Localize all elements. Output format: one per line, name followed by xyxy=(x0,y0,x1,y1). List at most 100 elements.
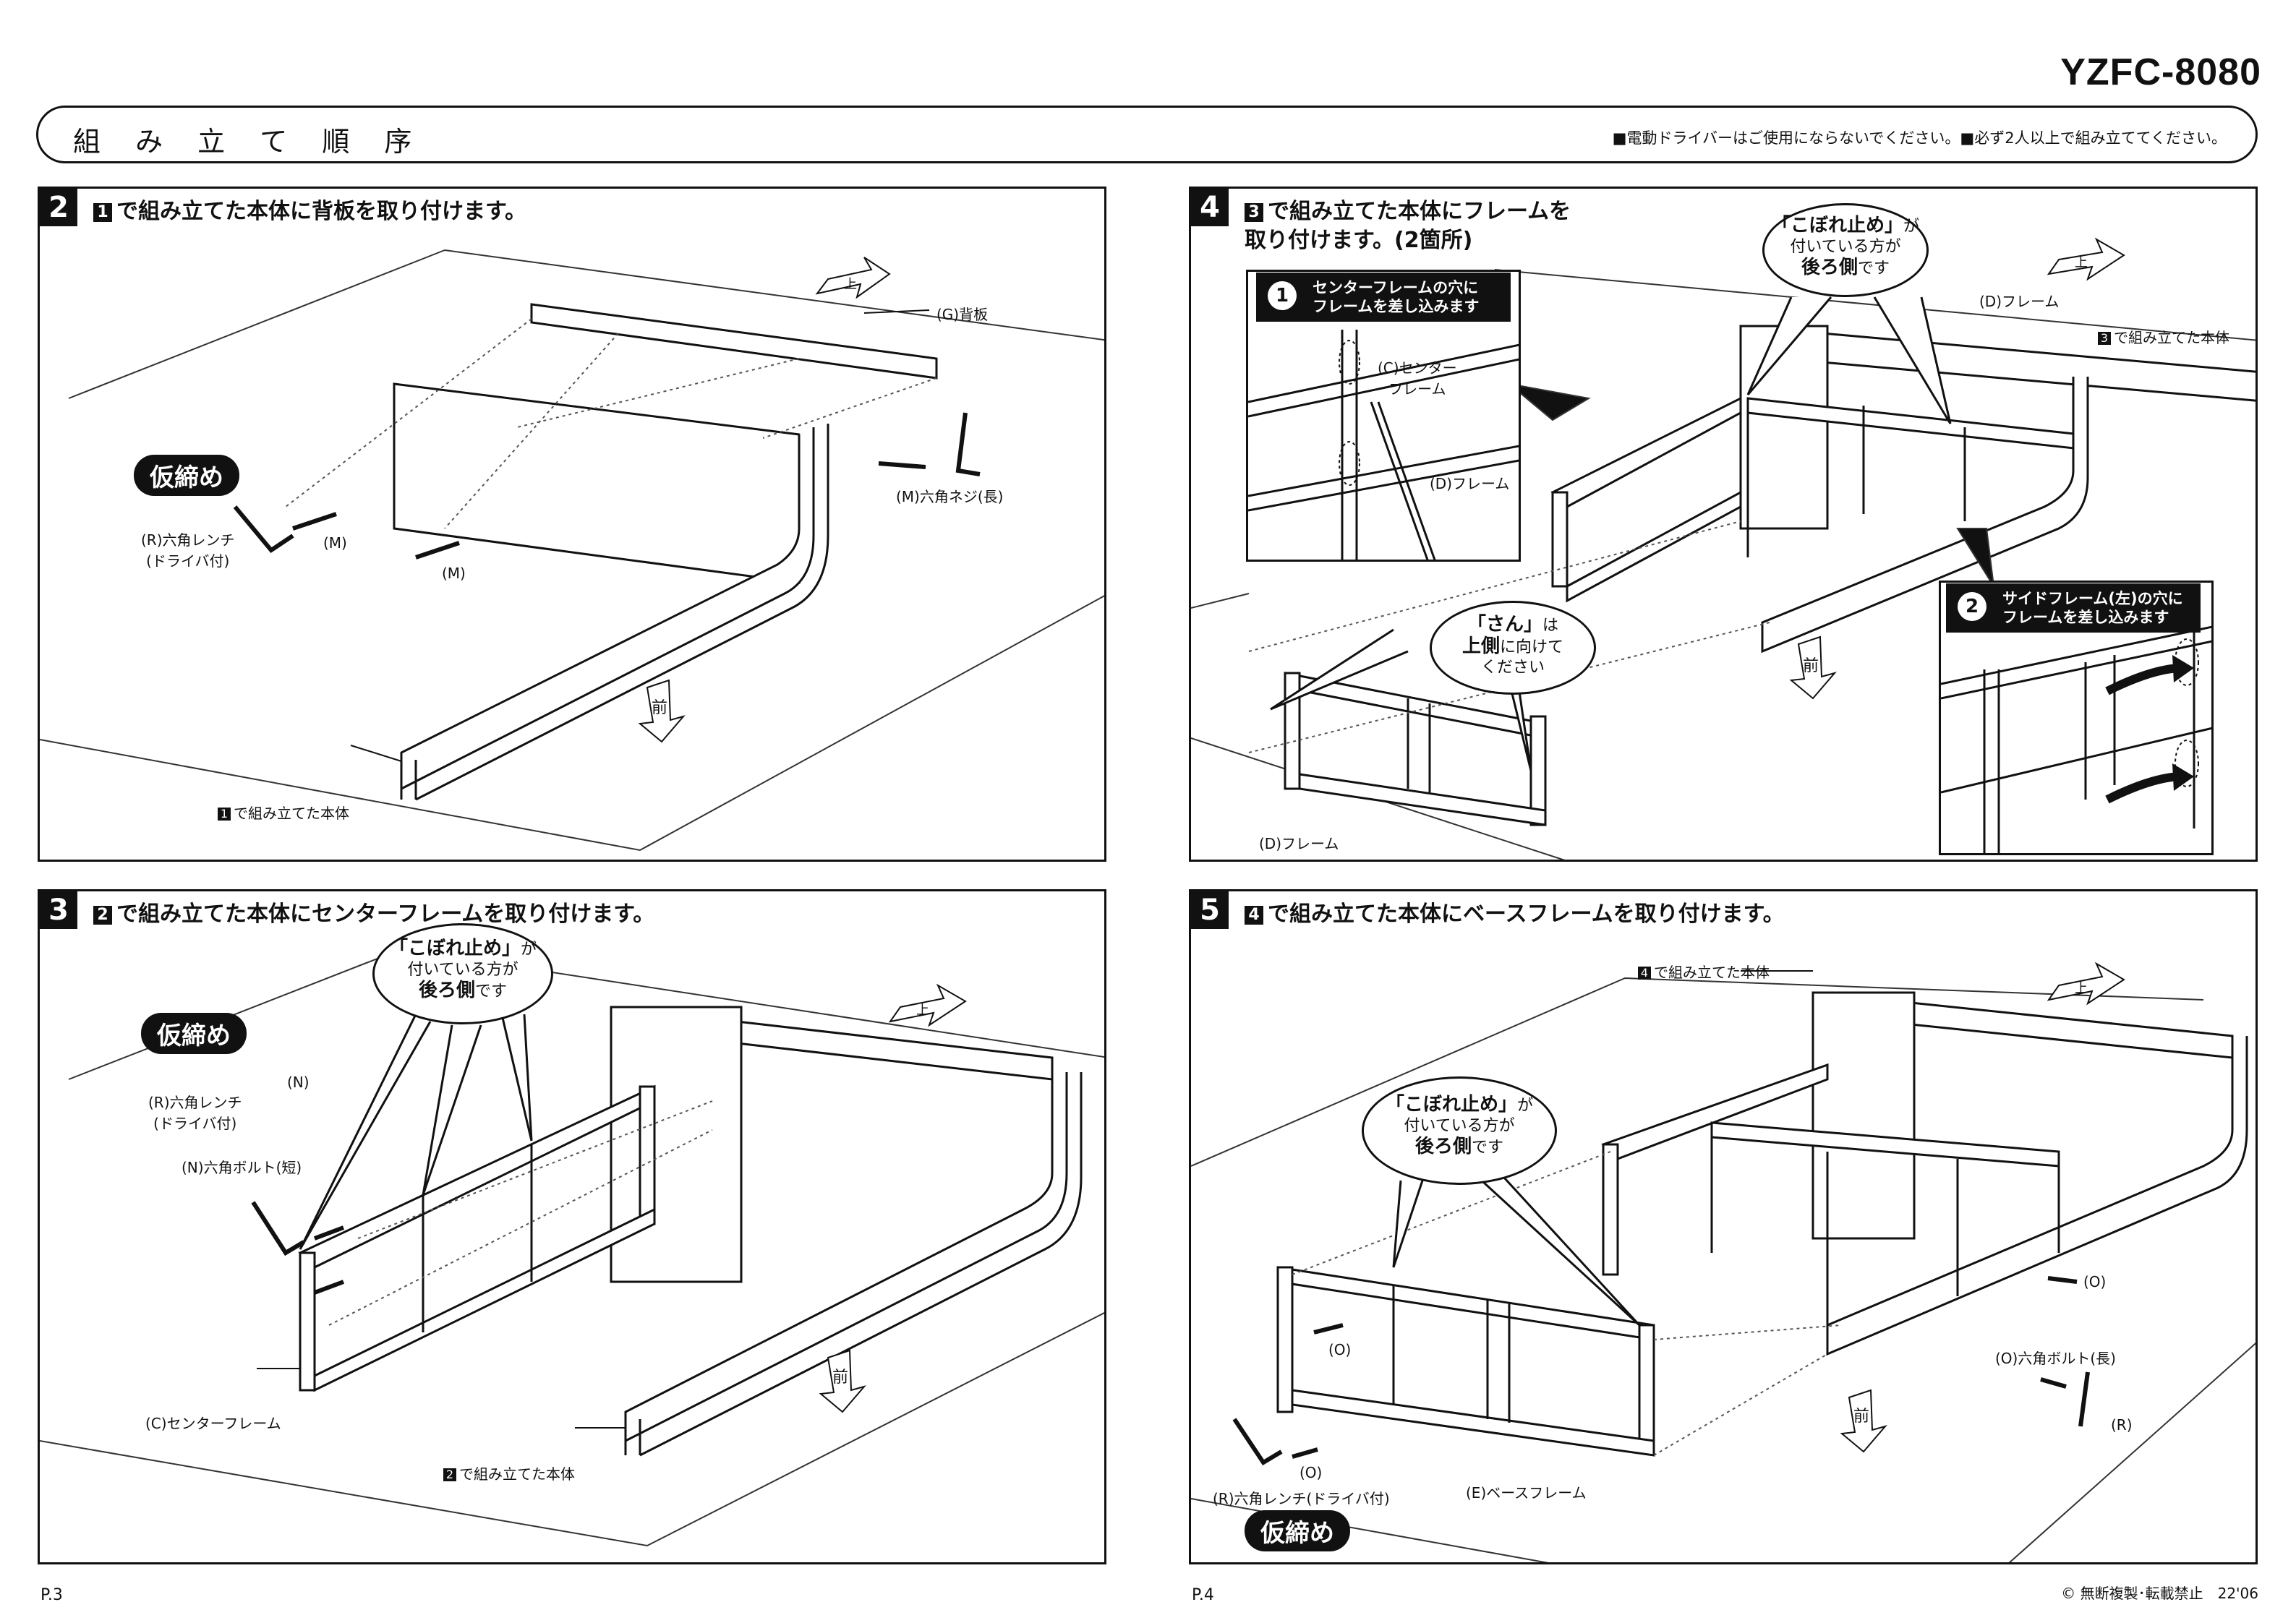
step-description: 3 で組み立てた本体にフレームを取り付けます。(2箇所) xyxy=(1245,197,1635,255)
front-arrow-label: 前 xyxy=(1803,657,1819,675)
step-2-illustration xyxy=(40,249,1104,852)
wrench-line1: (R)六角レンチ xyxy=(148,1094,242,1111)
label-d-frame-inset: (D)フレーム xyxy=(1430,475,1510,492)
label-screw-m1: (M) xyxy=(323,534,347,552)
inset-1-title: 1 センターフレームの穴にフレームを差し込みます xyxy=(1256,273,1511,322)
bubble-text-3: ください xyxy=(1480,659,1545,677)
up-arrow-label: 上 xyxy=(916,1003,929,1018)
body-text: で組み立てた本体 xyxy=(2114,329,2229,346)
copyright-notice: © 無断複製･転載禁止 22'06 xyxy=(2061,1585,2258,1602)
step-number: 4 xyxy=(1191,189,1229,226)
body-ref-badge: 2 xyxy=(443,1468,456,1481)
temporary-tighten-badge: 仮締め xyxy=(141,1013,247,1054)
bubble-bold-1: 「こぼれ止め」 xyxy=(1771,215,1903,236)
bubble-text-3: です xyxy=(475,982,508,1001)
label-hex-wrench: (R)六角レンチ(ドライバ付) xyxy=(141,528,235,570)
bubble-bold-2: 後ろ側 xyxy=(418,980,475,1001)
inset-2-line1: サイドフレーム(左)の穴に xyxy=(2002,590,2183,607)
step-desc-text: で組み立てた本体に背板を取り付けます。 xyxy=(116,199,526,224)
inset-1-number: 1 xyxy=(1268,281,1297,310)
label-screw-m2: (M) xyxy=(442,565,466,582)
body-text: で組み立てた本体 xyxy=(234,805,349,822)
bubble-back-side: 「こぼれ止め」が付いている方が後ろ側です xyxy=(1762,203,1929,297)
bubble-text-2: 付いている方が xyxy=(1404,1117,1515,1135)
front-arrow-label: 前 xyxy=(652,699,668,717)
inset-2-line2: フレームを差し込みます xyxy=(2002,609,2169,626)
step-5-panel: 5 4 で組み立てた本体にベースフレームを取り付けます。 xyxy=(1189,889,2258,1564)
bubble-bold-1: 「こぼれ止め」 xyxy=(388,938,521,959)
step-desc-line1: で組み立てた本体にフレームを xyxy=(1268,199,1571,224)
bubble-text-2: 付いている方が xyxy=(1790,238,1901,256)
up-arrow-label: 上 xyxy=(2075,255,2088,270)
label-d-frame-bottom: (D)フレーム xyxy=(1259,835,1339,852)
inset-1-line1: センターフレームの穴に xyxy=(1313,279,1479,296)
bubble-text-1: は xyxy=(1542,617,1559,635)
body-ref-badge: 4 xyxy=(1638,967,1651,980)
bubble-text-1: が xyxy=(521,941,537,959)
bubble-bold-2: 後ろ側 xyxy=(1801,257,1858,278)
step-2-panel: 2 1 で組み立てた本体に背板を取り付けます。 xyxy=(38,187,1106,862)
bubble-text-1: が xyxy=(1903,218,1920,236)
model-number: YZFC-8080 xyxy=(2060,51,2261,93)
wrench-line2: (ドライバ付) xyxy=(153,1115,237,1132)
bubble-bold-1: 「こぼれ止め」 xyxy=(1385,1094,1517,1115)
safety-notice: ■電動ドライバーはご使用にならないでください。■必ず2人以上で組み立ててください… xyxy=(1612,129,2227,147)
step-desc-text: で組み立てた本体にセンターフレームを取り付けます。 xyxy=(116,902,655,927)
center-frame-line2: フレーム xyxy=(1388,380,1446,398)
step-number: 2 xyxy=(40,189,77,226)
page-title: 組 み 立 て 順 序 xyxy=(73,126,425,158)
label-bolt-o-left: (O) xyxy=(1328,1341,1352,1358)
front-arrow-label: 前 xyxy=(832,1369,849,1387)
inset-2-title: 2 サイドフレーム(左)の穴にフレームを差し込みます xyxy=(1946,583,2201,633)
body-ref-badge: 1 xyxy=(218,808,231,821)
label-center-frame: (C)センターフレーム xyxy=(1378,356,1457,398)
step-ref-badge: 3 xyxy=(1245,203,1263,222)
body-text: で組み立てた本体 xyxy=(459,1465,575,1483)
inset-1-illustration xyxy=(1248,330,1519,560)
bubble-text-1: が xyxy=(1517,1097,1534,1115)
inset-1-line2: フレームを差し込みます xyxy=(1313,298,1480,315)
label-back-panel: (G)背板 xyxy=(936,306,989,323)
label-hex-bolt-long: (O)六角ボルト(長) xyxy=(1995,1350,2116,1367)
bubble-back-side: 「こぼれ止め」が付いている方が後ろ側です xyxy=(372,923,553,1024)
temporary-tighten-badge: 仮締め xyxy=(134,455,239,496)
bubble-text-2: 付いている方が xyxy=(407,961,518,979)
label-hex-wrench: (R)六角レンチ(ドライバ付) xyxy=(1213,1490,1390,1507)
header-bar: 組 み 立 て 順 序 ■電動ドライバーはご使用にならないでください。■必ず2人… xyxy=(36,106,2258,163)
step-number: 5 xyxy=(1191,891,1229,929)
step-desc-line2: 取り付けます。(2箇所) xyxy=(1245,228,1473,253)
front-arrow-label: 前 xyxy=(1853,1408,1870,1426)
bubble-text-3: です xyxy=(1858,260,1890,278)
temporary-tighten-badge: 仮締め xyxy=(1245,1510,1350,1551)
label-hex-wrench: (R)六角レンチ (ドライバ付) xyxy=(148,1091,242,1133)
body-ref-badge: 3 xyxy=(2098,332,2111,345)
step-4-panel: 4 3 で組み立てた本体にフレームを取り付けます。(2箇所) xyxy=(1189,187,2258,862)
step-description: 4 で組み立てた本体にベースフレームを取り付けます。 xyxy=(1245,900,1785,929)
inset-2-illustration xyxy=(1941,612,2211,853)
bubble-rail-up: 「さん」は上側に向けてください xyxy=(1430,601,1596,695)
label-bolt-o-right: (O) xyxy=(2083,1273,2107,1290)
step-3-illustration xyxy=(40,948,1104,1547)
step-4-illustration xyxy=(1191,237,2256,860)
inset-2-number: 2 xyxy=(1958,592,1986,621)
label-wrench-r: (R) xyxy=(2111,1416,2133,1434)
step-desc-text: で組み立てた本体にベースフレームを取り付けます。 xyxy=(1268,902,1785,927)
label-hex-bolt-short: (N)六角ボルト(短) xyxy=(182,1159,302,1176)
label-bolt-n: (N) xyxy=(287,1074,310,1091)
label-base-frame: (E)ベースフレーム xyxy=(1466,1484,1587,1502)
label-bolt-o-bottom: (O) xyxy=(1299,1464,1323,1481)
label-hex-screw-long: (M)六角ネジ(長) xyxy=(896,488,1004,505)
bubble-bold-2: 後ろ側 xyxy=(1414,1136,1472,1157)
wrench-line1: (R)六角レンチ xyxy=(141,531,235,549)
step-ref-badge: 4 xyxy=(1245,906,1263,925)
step-number: 3 xyxy=(40,891,77,929)
bubble-bold-1: 「さん」 xyxy=(1467,614,1542,635)
step-5-illustration xyxy=(1191,962,2256,1562)
page-number-right: P.4 xyxy=(1192,1586,1214,1604)
up-arrow-label: 上 xyxy=(844,277,857,292)
